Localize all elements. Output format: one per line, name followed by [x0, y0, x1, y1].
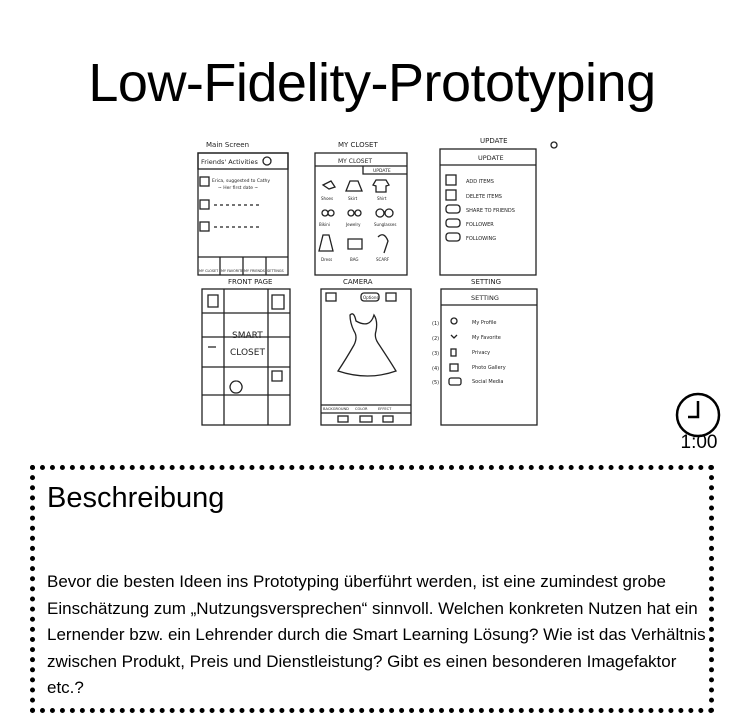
svg-text:(1): (1)	[432, 321, 439, 327]
svg-text:BACKGROUND: BACKGROUND	[323, 407, 349, 411]
description-text: Bevor die besten Ideen ins Prototyping ü…	[47, 572, 706, 697]
svg-text:UPDATE: UPDATE	[478, 154, 504, 162]
svg-text:Skirt: Skirt	[348, 196, 358, 201]
svg-text:Sunglasses: Sunglasses	[374, 222, 396, 227]
svg-text:EFFECT: EFFECT	[378, 407, 392, 411]
svg-text:CAMERA: CAMERA	[343, 278, 373, 286]
svg-text:FOLLOWING: FOLLOWING	[466, 236, 496, 242]
svg-text:SETTING: SETTING	[471, 294, 499, 302]
svg-text:BAG: BAG	[350, 257, 359, 262]
svg-text:SCARF: SCARF	[376, 257, 390, 262]
svg-text:My Profile: My Profile	[472, 320, 496, 326]
page-title: Low-Fidelity-Prototyping	[88, 53, 656, 113]
svg-text:MY CLOSET: MY CLOSET	[338, 141, 378, 149]
svg-text:SMART: SMART	[232, 331, 263, 341]
svg-text:Privacy: Privacy	[472, 350, 490, 356]
svg-text:FRONT PAGE: FRONT PAGE	[228, 278, 272, 286]
svg-text:Options: Options	[363, 295, 378, 300]
clock-icon	[675, 392, 721, 438]
svg-text:(5): (5)	[432, 380, 439, 386]
svg-text:Shoes: Shoes	[321, 196, 333, 201]
svg-text:My Favorite: My Favorite	[472, 335, 501, 341]
svg-text:MY FRIENDS: MY FRIENDS	[244, 269, 265, 273]
sketch-screen-camera: CAMERA Options BACKGROUND COLOR EFFECT	[320, 278, 412, 426]
svg-text:COLOR: COLOR	[355, 407, 368, 411]
svg-text:ADD ITEMS: ADD ITEMS	[466, 179, 494, 185]
svg-text:MY CLOSET: MY CLOSET	[338, 158, 372, 165]
svg-text:(4): (4)	[432, 366, 439, 372]
svg-text:Jewelry: Jewelry	[345, 222, 361, 227]
svg-text:~ Her first date ~: ~ Her first date ~	[218, 185, 258, 191]
svg-text:Bikini: Bikini	[319, 222, 330, 227]
sketch-screen-setting: SETTING SETTING (1) (2) (3) (4) (5) My P…	[432, 278, 538, 426]
svg-text:SHARE TO FRIENDS: SHARE TO FRIENDS	[466, 208, 515, 214]
svg-text:MY CLOSET: MY CLOSET	[199, 269, 219, 273]
svg-text:Photo Gallery: Photo Gallery	[472, 365, 506, 371]
svg-text:(2): (2)	[432, 336, 439, 342]
prototype-sketch-image: Main Screen Friends' Activities Erica, s…	[197, 137, 558, 426]
description-heading: Beschreibung	[47, 482, 225, 514]
svg-text:Dress: Dress	[321, 257, 332, 262]
sketch-screen-front: FRONT PAGE SMART CLOSET	[201, 278, 291, 426]
svg-text:SETTING: SETTING	[471, 278, 501, 286]
description-box: Beschreibung Bevor die besten Ideen ins …	[30, 465, 714, 713]
svg-text:UPDATE: UPDATE	[480, 137, 508, 145]
svg-text:Erica, suggested to Cathy: Erica, suggested to Cathy	[212, 178, 270, 184]
svg-text:MY FAVORITE: MY FAVORITE	[221, 269, 243, 273]
svg-text:UPDATE: UPDATE	[373, 168, 391, 174]
svg-text:Friends' Activities: Friends' Activities	[201, 158, 258, 166]
svg-text:FOLLOWER: FOLLOWER	[466, 222, 494, 228]
svg-text:(3): (3)	[432, 351, 439, 357]
svg-text:Social Media: Social Media	[472, 379, 503, 385]
svg-text:DELETE ITEMS: DELETE ITEMS	[466, 194, 502, 200]
svg-text:Shirt: Shirt	[377, 196, 387, 201]
sketch-screen-main: Main Screen Friends' Activities Erica, s…	[197, 141, 289, 276]
sketch-screen-closet: MY CLOSET MY CLOSET UPDATE Shoes Skirt S…	[314, 141, 408, 276]
svg-text:Main Screen: Main Screen	[206, 141, 249, 149]
svg-text:SETTINGS: SETTINGS	[267, 269, 284, 273]
svg-text:CLOSET: CLOSET	[230, 348, 265, 358]
timer-label: 1:00	[680, 432, 718, 453]
sketch-screen-update: UPDATE UPDATE ADD ITEMS DELETE ITEMS SHA…	[439, 137, 558, 276]
